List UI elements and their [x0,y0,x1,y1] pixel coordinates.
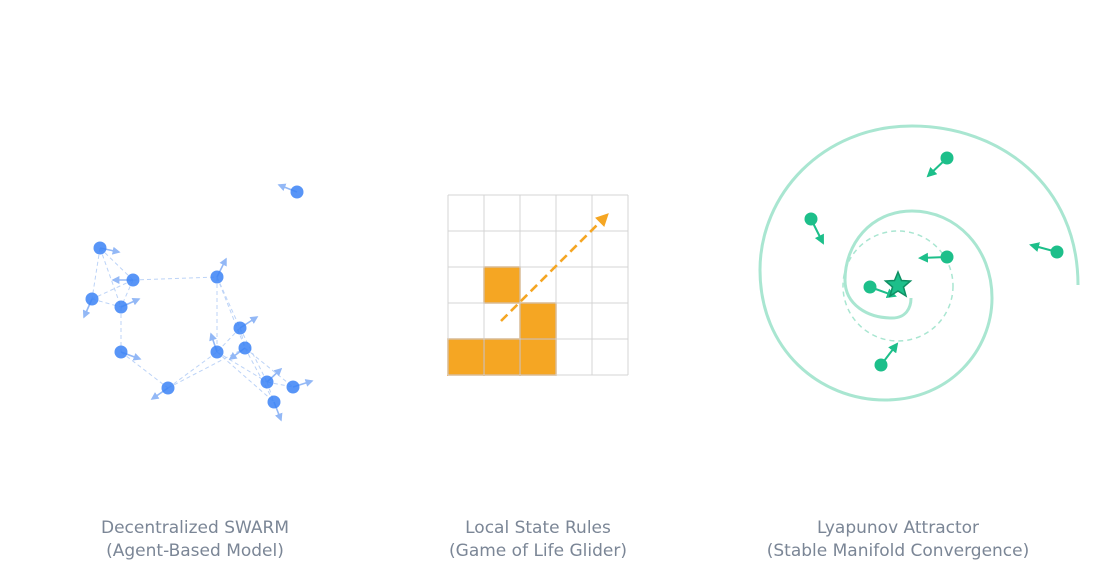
glider-grid [447,194,629,376]
swarm-agent [161,381,175,395]
glider-live-cell [483,266,521,304]
swarm-caption-title: Decentralized SWARM [100,518,289,538]
glider-panel [447,194,629,376]
swarm-agent [238,341,252,355]
swarm-caption: Decentralized SWARM (Agent-Based Model) [15,517,375,563]
swarm-caption-subtitle: (Agent-Based Model) [106,541,284,561]
attractor-particle [804,212,818,226]
attractor-particle [940,250,954,264]
swarm-agent [267,395,281,409]
attractor-caption: Lyapunov Attractor (Stable Manifold Conv… [718,517,1078,563]
swarm-agent [114,345,128,359]
glider-caption-title: Local State Rules [465,518,611,538]
glider-direction-arrow [500,213,609,322]
attractor-particles [804,151,1064,372]
swarm-agent [85,292,99,306]
glider-cells [447,266,557,376]
swarm-agent [233,321,247,335]
swarm-agent [286,380,300,394]
swarm-agent [210,345,224,359]
attractor-equilibrium-star-icon [883,270,913,298]
attractor-particle [1050,245,1064,259]
stable-manifold-ring [842,230,954,342]
attractor-spiral-trajectory [758,124,1080,402]
glider-caption-subtitle: (Game of Life Glider) [449,541,627,561]
swarm-agent [93,241,107,255]
attractor-particle [874,358,888,372]
glider-live-cell [519,338,557,376]
swarm-agent [126,273,140,287]
attractor-caption-subtitle: (Stable Manifold Convergence) [766,541,1030,561]
glider-caption: Local State Rules (Game of Life Glider) [358,517,718,563]
swarm-agents [85,185,304,409]
attractor-caption-title: Lyapunov Attractor [816,518,980,538]
swarm-agent [290,185,304,199]
glider-live-cell [447,338,485,376]
swarm-agent [210,270,224,284]
attractor-particle [863,280,877,294]
swarm-agent [260,375,274,389]
glider-live-cell [483,338,521,376]
attractor-particle [940,151,954,165]
glider-live-cell [519,302,557,340]
swarm-agent [114,300,128,314]
attractor-panel [758,124,1080,402]
swarm-panel [82,183,314,422]
